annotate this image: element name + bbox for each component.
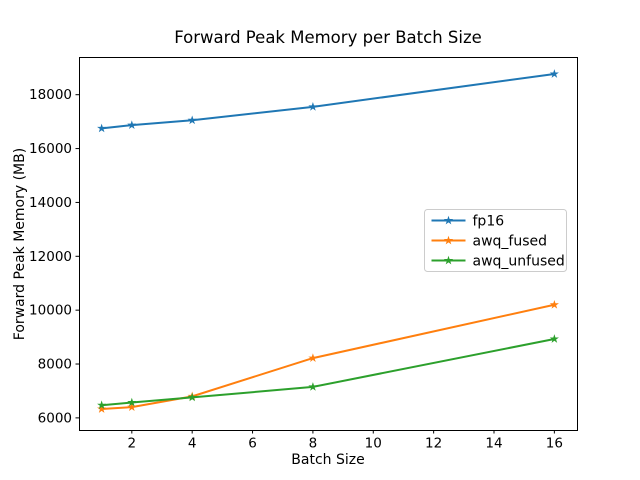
x-tick-label: 6	[248, 436, 257, 452]
marker-fp16	[127, 120, 137, 130]
axes-box	[79, 57, 578, 431]
series-line-awq_unfused	[101, 337, 555, 407]
legend-label-fp16: fp16	[473, 213, 505, 229]
legend-marker-awq_unfused	[443, 255, 454, 265]
x-tick-label: 2	[128, 436, 137, 452]
x-tick-label: 8	[309, 436, 318, 452]
x-tick-label: 10	[365, 436, 382, 452]
marker-fp16	[308, 102, 318, 111]
marker-awq_fused	[308, 353, 318, 362]
marker-awq_fused	[127, 402, 137, 411]
y-tick-label: 8000	[38, 357, 72, 373]
x-tick-label: 16	[546, 436, 563, 452]
legend-label-awq_unfused: awq_unfused	[473, 253, 565, 269]
marker-fp16	[97, 123, 107, 133]
marker-fp16	[549, 69, 559, 78]
marker-awq_unfused	[308, 382, 318, 391]
x-axis-label: Batch Size	[291, 452, 365, 468]
y-tick-label: 10000	[29, 303, 72, 319]
marker-awq_unfused	[127, 397, 137, 407]
y-axis-label: Forward Peak Memory (MB)	[12, 147, 28, 341]
chart-title: Forward Peak Memory per Batch Size	[174, 28, 482, 47]
marker-fp16	[187, 115, 197, 125]
y-tick-label: 16000	[29, 141, 72, 157]
legend-label-awq_fused: awq_fused	[473, 233, 548, 249]
legend-box	[424, 209, 567, 272]
y-tick-label: 12000	[29, 249, 72, 265]
x-tick-label: 4	[188, 436, 197, 452]
legend-marker-fp16	[443, 215, 454, 225]
x-tick-label: 14	[485, 436, 502, 452]
series-line-awq_fused	[101, 303, 555, 410]
series-line-fp16	[101, 72, 555, 130]
marker-awq_unfused	[549, 334, 559, 343]
marker-awq_fused	[549, 299, 559, 309]
y-tick-label: 14000	[29, 195, 72, 211]
y-tick-label: 6000	[38, 410, 72, 426]
marker-awq_fused	[97, 404, 107, 413]
x-tick-label: 12	[425, 436, 442, 452]
marker-awq_unfused	[187, 392, 197, 402]
legend-marker-awq_fused	[443, 235, 454, 245]
y-tick-label: 18000	[29, 87, 72, 103]
marker-awq_unfused	[97, 400, 107, 410]
